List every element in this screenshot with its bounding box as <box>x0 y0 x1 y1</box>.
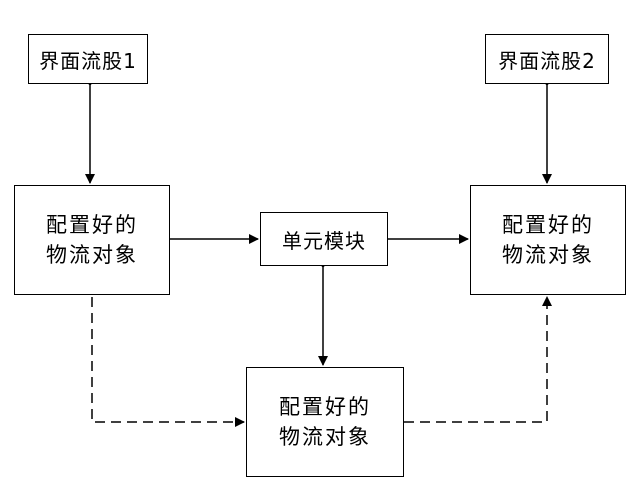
configured-object-left-line2: 物流对象 <box>46 243 138 267</box>
configured-object-bottom-line2: 物流对象 <box>279 425 371 449</box>
configured-object-right-line1: 配置好的 <box>502 213 594 237</box>
interface-stream-2-box: 界面流股2 <box>485 34 609 84</box>
configured-object-bottom-box: 配置好的 物流对象 <box>246 367 404 477</box>
configured-object-bottom-line1: 配置好的 <box>279 395 371 419</box>
unit-module-label: 单元模块 <box>282 228 366 253</box>
interface-stream-2-label: 界面流股2 <box>498 48 596 73</box>
edge-bottom-right-dashed <box>404 296 552 423</box>
unit-module-box: 单元模块 <box>260 212 388 266</box>
configured-object-right-line2: 物流对象 <box>502 243 594 267</box>
edge-left-bottom-dashed <box>91 297 245 427</box>
configured-object-left-line1: 配置好的 <box>46 213 138 237</box>
interface-stream-1-label: 界面流股1 <box>39 48 137 73</box>
interface-stream-1-box: 界面流股1 <box>28 34 148 84</box>
configured-object-left-box: 配置好的 物流对象 <box>14 185 170 295</box>
configured-object-right-box: 配置好的 物流对象 <box>470 185 626 295</box>
